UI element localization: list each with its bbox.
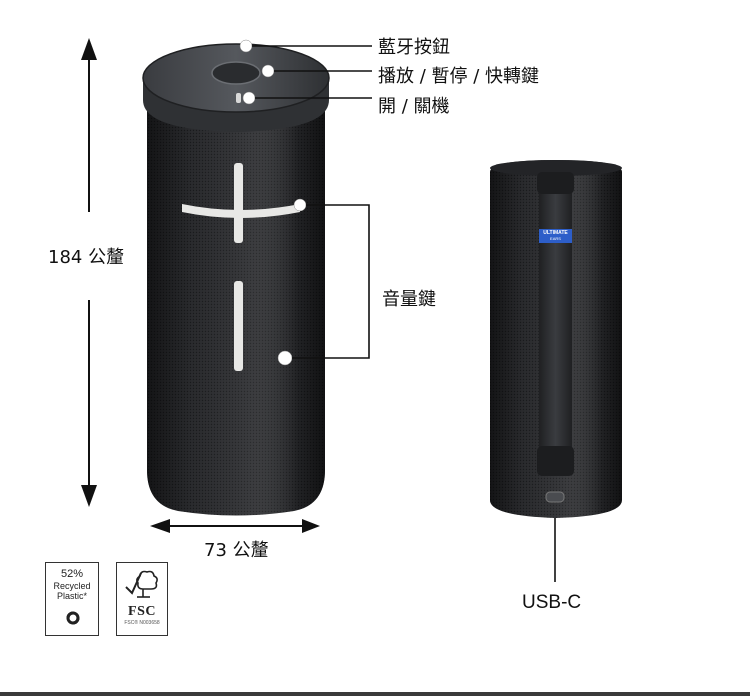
product-tag-text: ULTIMATE EARS bbox=[539, 230, 572, 242]
play-pause-label: 播放 / 暫停 / 快轉鍵 bbox=[378, 66, 540, 87]
front-speaker bbox=[142, 43, 330, 516]
width-label: 73 公釐 bbox=[204, 540, 269, 561]
fsc-badge: FSC FSC® N003658 bbox=[116, 562, 168, 636]
product-tag-line2: EARS bbox=[550, 236, 561, 241]
height-label: 184 公釐 bbox=[48, 247, 125, 268]
usb-c-port bbox=[545, 491, 565, 503]
volume-down-icon bbox=[234, 281, 243, 371]
usb-c-label: USB-C bbox=[522, 592, 582, 613]
volume-up-icon bbox=[234, 163, 243, 243]
recycled-plastic-badge: 52% Recycled Plastic* bbox=[45, 562, 99, 636]
bluetooth-button-label: 藍牙按鈕 bbox=[378, 37, 450, 58]
power-label: 開 / 關機 bbox=[378, 96, 450, 117]
back-speaker bbox=[490, 160, 622, 518]
recycle-icon bbox=[66, 611, 80, 625]
fsc-code: FSC® N003658 bbox=[124, 620, 160, 626]
width-dimension bbox=[150, 519, 320, 533]
product-tag bbox=[539, 229, 572, 243]
bottom-divider bbox=[0, 692, 750, 696]
product-tag-line1: ULTIMATE bbox=[543, 230, 568, 236]
fsc-tree-icon bbox=[125, 570, 158, 598]
fsc-label: FSC bbox=[128, 604, 156, 619]
recycled-percent: 52% bbox=[60, 568, 84, 580]
recycled-line1: Recycled bbox=[53, 581, 91, 591]
callout-lines bbox=[252, 45, 556, 582]
height-dimension bbox=[81, 38, 97, 507]
recycled-line2: Plastic* bbox=[56, 591, 87, 601]
volume-label: 音量鍵 bbox=[382, 289, 436, 310]
